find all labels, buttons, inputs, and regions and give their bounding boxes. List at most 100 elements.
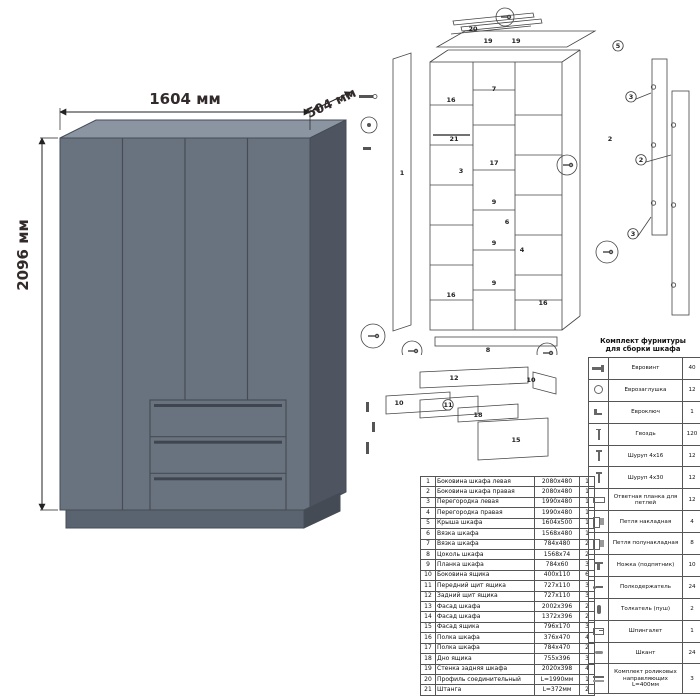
- drawer-bottom-part: [457, 403, 519, 423]
- hardware-qty: 12: [682, 444, 700, 468]
- left-side-panel-part: [392, 52, 412, 332]
- parts-cell-size: 1990x480: [534, 507, 580, 519]
- depth-label: 504 мм: [304, 86, 358, 122]
- roof-part: [435, 30, 597, 48]
- rails-icon: [592, 672, 605, 685]
- width-label: 1604 мм: [149, 90, 221, 108]
- part-number-label: 16: [446, 291, 456, 299]
- parts-cell-size: 1604x500: [534, 517, 580, 530]
- drawer-handle: [154, 477, 282, 481]
- parts-cell-size: 727x110: [534, 590, 580, 603]
- pusher-icon: [592, 603, 605, 616]
- part-number-label: 5: [616, 42, 621, 50]
- hardware-qty: 12: [682, 488, 700, 512]
- hardware-name: Еврозаглушка: [608, 378, 683, 402]
- wardrobe-side-face: [309, 119, 347, 511]
- drawer-handle: [154, 440, 282, 444]
- latch-icon: [592, 625, 605, 638]
- hardware-title-line1: Комплект фурнитуры: [600, 337, 686, 345]
- parts-cell-size: 755x396: [534, 653, 580, 665]
- hardware-name: Гвоздь: [608, 422, 683, 446]
- hardware-name: Ножка (подпятник): [608, 553, 683, 577]
- parts-cell-name: Профиль соединительный: [435, 673, 535, 686]
- parts-cell-size: 2020x398: [534, 663, 580, 676]
- wardrobe-illustration: 1604 мм 504 мм 2096 мм: [14, 86, 359, 529]
- drawer-fasad-part: [477, 417, 549, 461]
- parts-cell-size: 796x170: [534, 621, 580, 634]
- parts-cell-name: Штанга: [435, 684, 535, 696]
- hardware-name: Евровинт: [608, 356, 683, 380]
- hardware-name: Евроключ: [608, 400, 683, 424]
- parts-cell-size: 2080x480: [534, 475, 580, 488]
- wardrobe-plinth-side: [303, 492, 341, 529]
- parts-cell-num: 12: [420, 590, 436, 603]
- parts-cell-num: 8: [420, 548, 436, 561]
- hardware-name: Шкант: [608, 641, 683, 665]
- hardware-name: Шуруп 4x16: [608, 444, 683, 468]
- label-callout-circle: [625, 91, 637, 103]
- hardware-title: Комплект фурнитуры для сборки шкафа: [588, 337, 698, 354]
- part-number-label: 11: [443, 401, 453, 409]
- part-number-label: 7: [492, 85, 497, 93]
- parts-cell-num: 11: [420, 580, 436, 592]
- part-number-label: 9: [492, 239, 497, 247]
- drawer-front-inner-part: [419, 395, 479, 419]
- foot-icon: [592, 559, 605, 572]
- parts-cell-size: 784x60: [534, 559, 580, 571]
- parts-cell-num: 13: [420, 601, 436, 613]
- drawer-side-part: [532, 371, 557, 395]
- part-number-label: 15: [511, 436, 521, 444]
- hardware-icon-cell: [588, 444, 609, 468]
- hardware-qty: 3: [682, 663, 700, 694]
- parts-cell-num: 5: [420, 517, 436, 530]
- part-number-label: 18: [473, 411, 483, 419]
- hardware-name: Толкатель (пуш): [608, 597, 683, 621]
- hardware-icon-cell: [588, 641, 609, 665]
- parts-cell-num: 21: [420, 684, 436, 696]
- height-dimension: 2096 мм: [14, 137, 58, 511]
- part-number-label: 19: [511, 37, 521, 45]
- back-panel-part: [460, 18, 543, 32]
- part-number-label: 19: [483, 37, 493, 45]
- parts-cell-num: 1: [420, 475, 436, 488]
- label-callout-circle: [627, 228, 639, 240]
- hardware-qty: 24: [682, 641, 700, 665]
- parts-cell-size: L=1990мм: [534, 673, 580, 686]
- plinth-part: [434, 336, 558, 347]
- part-number-label: 21: [449, 135, 459, 143]
- hardware-icon-cell: [588, 488, 609, 512]
- parts-cell-size: 727x110: [534, 580, 580, 592]
- screw-icon: [592, 449, 605, 462]
- hardware-icon-cell: [588, 422, 609, 446]
- parts-cell-name: Крыша шкафа: [435, 517, 535, 530]
- hardware-name: Полкодержатель: [608, 575, 683, 599]
- hardware-qty: 10: [682, 553, 700, 577]
- euroscrew-icon: [592, 362, 605, 375]
- part-number-label: 9: [492, 198, 497, 206]
- hardware-row: Ножка (подпятник)10: [588, 553, 700, 577]
- carcass-front: [429, 61, 563, 331]
- plate-icon: [592, 493, 605, 506]
- parts-cell-name: Вязка шкафа: [435, 528, 535, 540]
- parts-cell-size: 1568x74: [534, 548, 580, 561]
- parts-cell-name: Планка шкафа: [435, 559, 535, 571]
- parts-cell-num: 10: [420, 569, 436, 582]
